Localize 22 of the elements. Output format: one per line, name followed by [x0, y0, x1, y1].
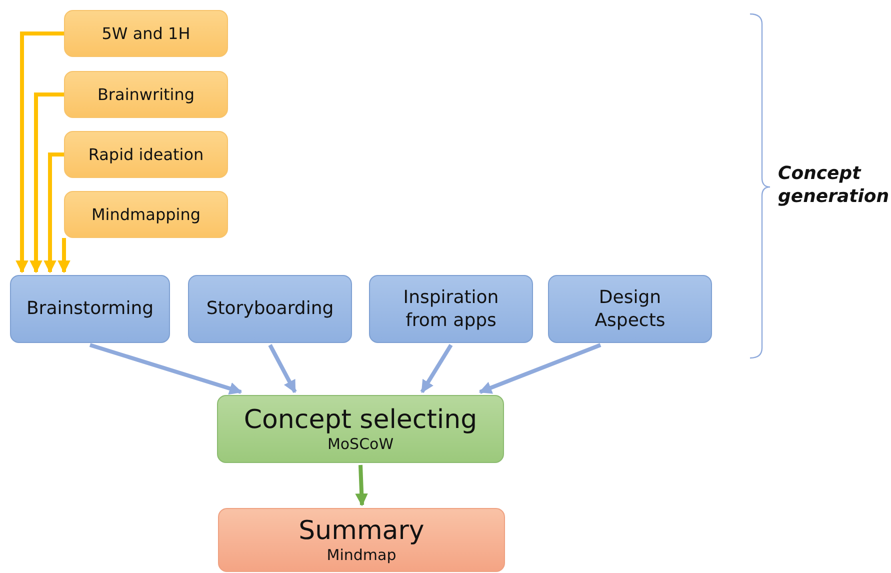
arrow [30, 92, 64, 274]
arrow [16, 32, 64, 274]
process-box: Brainstorming [10, 275, 170, 343]
box-title: Summary [298, 516, 424, 546]
arrow [89, 343, 242, 395]
method-label: Mindmap [326, 546, 396, 564]
group-label: Concept generation [778, 162, 890, 209]
method-box: 5W and 1H [64, 10, 228, 57]
arrow [478, 343, 602, 394]
arrow [58, 238, 70, 274]
process-box: Design Aspects [548, 275, 712, 343]
arrow [268, 344, 297, 394]
method-box: Mindmapping [64, 191, 228, 238]
arrow [44, 152, 64, 274]
method-box: Rapid ideation [64, 131, 228, 178]
arrow [420, 344, 453, 394]
process-box: Inspiration from apps [369, 275, 533, 343]
box-title: Concept selecting [244, 405, 478, 435]
method-label: MoSCoW [327, 435, 394, 453]
arrow [355, 464, 368, 506]
process-box: Storyboarding [188, 275, 352, 343]
method-box: Brainwriting [64, 71, 228, 118]
